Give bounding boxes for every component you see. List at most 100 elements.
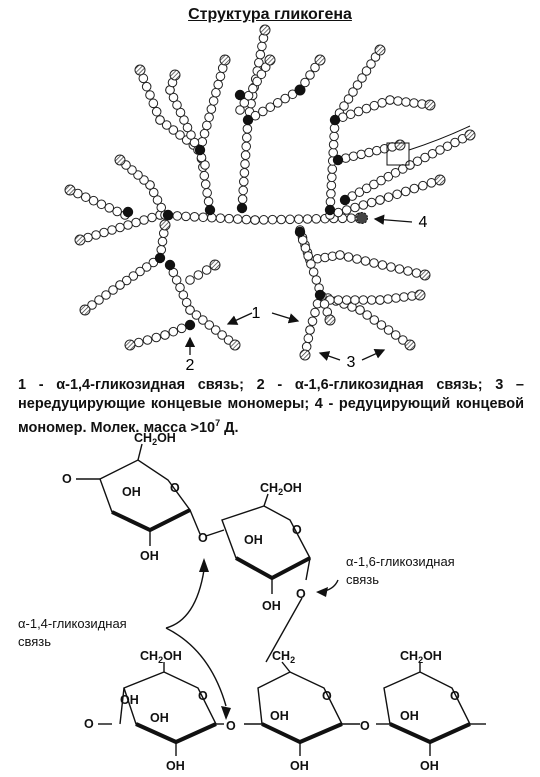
ch2oh-label: CH2OH <box>400 649 442 665</box>
nonreducing-end-monomer <box>229 339 241 351</box>
glucose-bead <box>148 98 159 109</box>
glucose-bead <box>403 266 413 276</box>
glucose-bead <box>199 170 210 181</box>
reducing-end-monomer <box>356 212 368 224</box>
glucose-bead <box>238 185 248 196</box>
glucose-bead <box>252 76 262 87</box>
glucose-bead <box>377 260 388 270</box>
glucose-bead <box>328 139 339 150</box>
glucose-bead <box>356 149 367 160</box>
ring-oxygen: O <box>322 689 332 703</box>
glucose-bead <box>341 205 352 215</box>
glucose-bead <box>398 335 408 345</box>
nonreducing-end-monomer <box>64 184 76 196</box>
oh-label: OH <box>420 759 439 773</box>
glucose-bead <box>341 295 352 305</box>
glucose-bead <box>375 295 385 305</box>
glucose-bead <box>256 69 267 80</box>
glucose-bead <box>204 320 215 330</box>
glucose-bead <box>326 180 337 191</box>
nonreducing-end-monomer <box>324 314 336 326</box>
bridge-oxygen: O <box>198 531 208 545</box>
glucose-bead <box>200 179 211 190</box>
nonreducing-end-monomer <box>219 54 231 66</box>
glucose-bead <box>358 200 369 210</box>
glycogen-branching-tree: 1 2 3 4 <box>64 24 476 370</box>
glucose-bead <box>276 214 287 225</box>
glucose-bead <box>366 197 377 208</box>
glucose-bead <box>151 106 162 117</box>
glucose-bead <box>399 292 409 302</box>
branch-point-alpha16 <box>314 289 326 301</box>
glucose-bead <box>168 125 179 135</box>
glucose-bead <box>123 220 133 230</box>
glucose-bead <box>128 271 139 281</box>
glucose-bead <box>371 145 382 156</box>
nonreducing-end-monomer <box>419 269 431 281</box>
oh-label: OH <box>166 759 185 773</box>
glucose-bead <box>145 90 155 100</box>
glucose-bead <box>390 330 401 340</box>
glucose-bead <box>202 120 212 131</box>
glucose-bead <box>358 295 369 305</box>
glucose-bead <box>104 203 115 213</box>
nonreducing-end-monomer <box>394 139 406 151</box>
glucose-bead <box>240 150 251 160</box>
glucose-bead <box>375 195 385 205</box>
figure-caption: 1 - α-1,4-гликозидная связь; 2 - α-1,6-г… <box>18 376 524 438</box>
glucose-bead <box>108 285 118 295</box>
oh-label: OH <box>290 759 309 773</box>
glucose-bead <box>361 103 372 114</box>
glucose-bead <box>241 214 252 225</box>
glucose-bead <box>355 305 365 315</box>
glucose-bead <box>366 295 377 305</box>
glucose-bead <box>88 195 99 206</box>
label-4: 4 <box>419 214 428 231</box>
glucose-bead <box>383 325 394 335</box>
bridge-oxygen: O <box>296 587 306 601</box>
glucose-bead <box>409 183 420 194</box>
nonreducing-end-monomer <box>134 64 146 76</box>
glucose-bead <box>361 183 372 194</box>
glucose-bead <box>176 323 187 334</box>
glucose-bead <box>202 188 212 198</box>
glucose-bead <box>191 310 202 320</box>
glucose-bead <box>133 337 144 348</box>
glucose-bead <box>377 98 387 108</box>
glucose-bead <box>148 187 159 198</box>
glucose-bead <box>376 320 387 330</box>
glucose-bead <box>450 137 460 148</box>
diagram-title: Структура гликогена <box>188 6 352 23</box>
glucose-bead <box>107 225 117 235</box>
glucose-bead <box>335 250 345 260</box>
glucose-bead <box>139 215 149 225</box>
nonreducing-end-monomer <box>374 44 386 56</box>
glucose-bead <box>112 206 122 217</box>
ring-oxygen: O <box>450 689 460 703</box>
nonreducing-end-monomer <box>159 219 171 231</box>
glucose-bead <box>391 293 401 303</box>
branch-point-alpha16 <box>164 259 176 271</box>
nonreducing-end-monomer <box>434 174 446 186</box>
glucose-bead <box>303 333 314 344</box>
glucose-bead <box>151 332 162 343</box>
glucose-bead <box>383 192 394 202</box>
glucose-bead <box>210 325 221 335</box>
ch2oh-label: CH2OH <box>134 431 176 447</box>
glucose-bead <box>241 141 251 152</box>
oh-label: OH <box>244 533 263 547</box>
nonreducing-end-monomer <box>209 259 221 271</box>
glucose-bead <box>156 202 167 213</box>
ring-oxygen: O <box>292 523 302 537</box>
o-label: O <box>62 472 72 486</box>
branch-point-alpha16 <box>294 84 306 96</box>
branch-point-alpha16 <box>332 154 344 166</box>
glucose-bead <box>121 275 132 286</box>
nonreducing-end-monomer <box>259 24 271 36</box>
ch2oh-label: CH2OH <box>140 649 182 665</box>
glucose-bead <box>411 268 422 278</box>
glucose-bead <box>213 79 223 90</box>
glucose-bead <box>175 130 185 140</box>
glucose-bead <box>258 215 269 225</box>
label-arrows <box>184 125 471 361</box>
